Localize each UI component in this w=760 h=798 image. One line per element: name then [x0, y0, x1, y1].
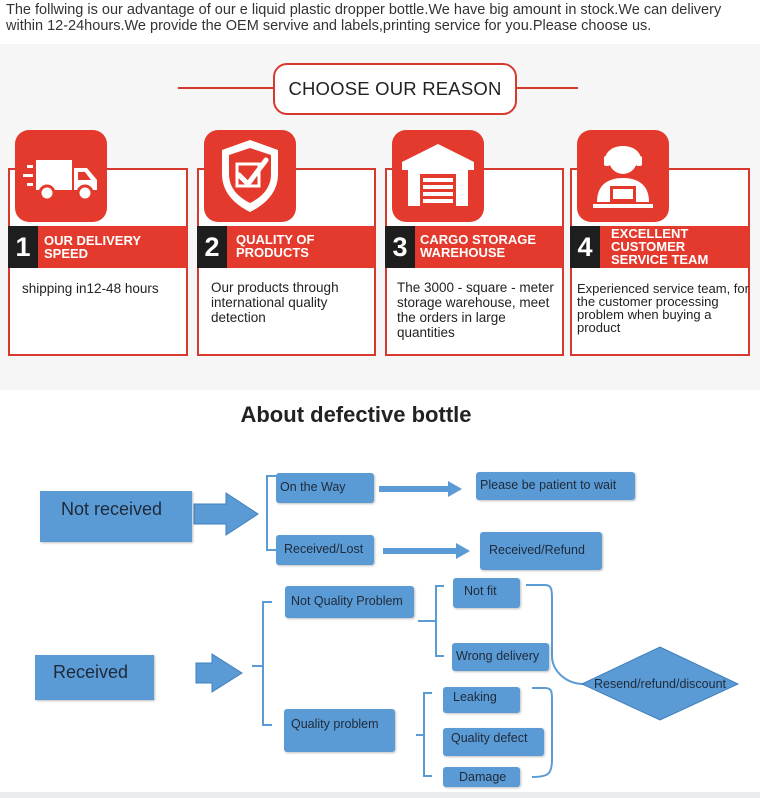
- received-refund-box: Received/Refund: [480, 532, 602, 570]
- reason-number-1: 1: [8, 226, 38, 268]
- reason-label-4: EXCELLENT CUSTOMER SERVICE TEAM: [611, 226, 709, 267]
- reason-number-4: 4: [570, 226, 600, 268]
- reason-strip-1: [10, 226, 187, 268]
- be-patient-box: Please be patient to wait: [476, 472, 635, 500]
- on-the-way-box: On the Way: [276, 473, 374, 503]
- intro-text: The follwing is our advantage of our e l…: [6, 2, 722, 34]
- reason-title: CHOOSE OUR REASON: [273, 63, 517, 115]
- page-bottom-bar: [0, 792, 760, 798]
- reason-number-2: 2: [197, 226, 227, 268]
- reason-text-2: Our products through international quali…: [211, 280, 339, 325]
- reason-label-1: OUR DELIVERY SPEED: [44, 233, 141, 261]
- leaking-box: Leaking: [443, 687, 520, 713]
- warehouse-icon: [392, 130, 484, 222]
- reason-strip-2: [199, 226, 375, 268]
- title-line-left: [178, 87, 275, 89]
- reason-label-3: CARGO STORAGE WAREHOUSE: [420, 232, 537, 260]
- wrong-delivery-box: Wrong delivery: [452, 643, 549, 671]
- not-fit-box: Not fit: [453, 578, 520, 608]
- not-received-box: Not received: [40, 491, 192, 542]
- received-box: Received: [35, 655, 154, 700]
- reason-number-3: 3: [385, 226, 415, 268]
- not-quality-problem-box: Not Quality Problem: [285, 586, 414, 618]
- reason-strip-4: [572, 226, 749, 268]
- reason-text-4: Experienced service team, for the custom…: [577, 281, 749, 335]
- quality-shield-icon: [204, 130, 296, 222]
- reason-text-1: shipping in12-48 hours: [22, 281, 159, 296]
- defect-title: About defective bottle: [240, 402, 472, 427]
- delivery-truck-icon: [15, 130, 107, 222]
- reason-text-3: The 3000 - square - meter storage wareho…: [397, 280, 554, 340]
- reason-label-2: QUALITY OF PRODUCTS: [236, 232, 315, 260]
- resolution-label: Resend/refund/discount: [593, 677, 727, 691]
- quality-problem-box: Quality problem: [284, 709, 395, 752]
- damage-box: Damage: [443, 767, 520, 787]
- customer-service-icon: [577, 130, 669, 222]
- reason-strip-3: [387, 226, 563, 268]
- title-line-right: [515, 87, 578, 89]
- received-lost-box: Received/Lost: [276, 535, 374, 565]
- quality-defect-box: Quality defect: [443, 728, 544, 756]
